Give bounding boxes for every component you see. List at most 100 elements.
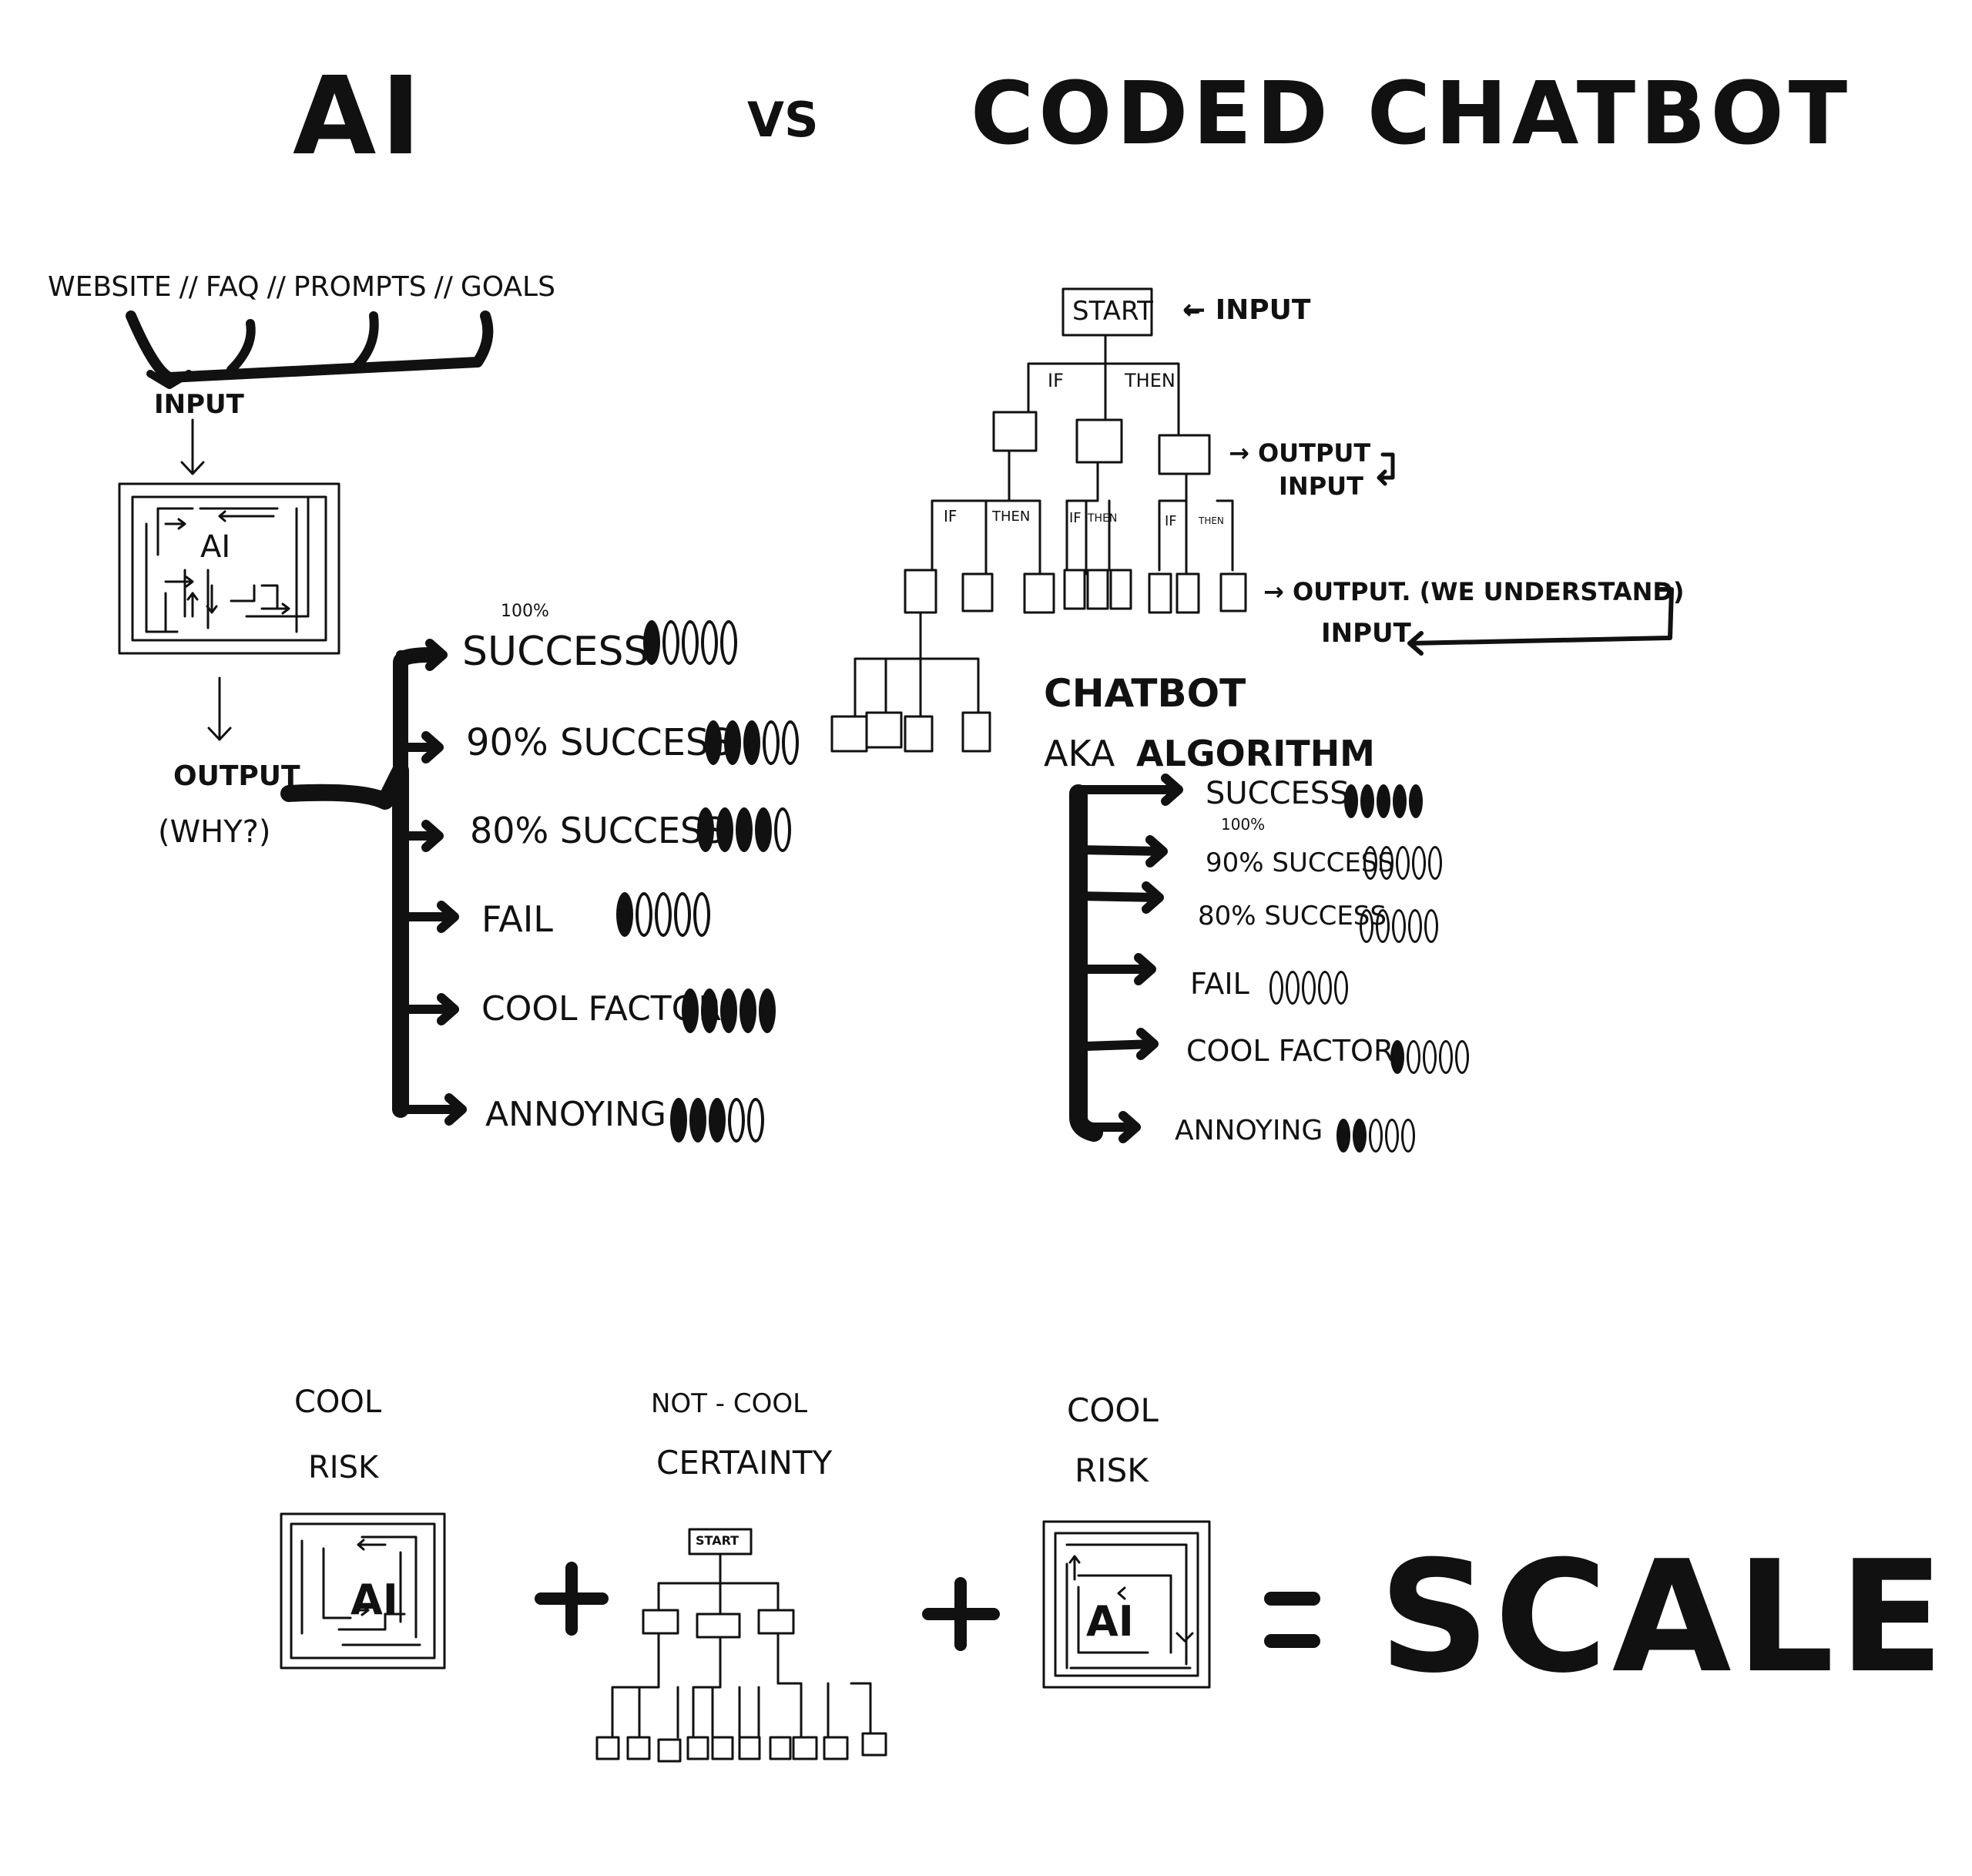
chatbot-name: CHATBOT xyxy=(1044,674,1246,713)
eq-mid-bottom-label: CERTAINTY xyxy=(656,1447,832,1479)
output-spine xyxy=(289,770,401,1109)
metric-label: ANNOYING xyxy=(1175,1115,1323,1146)
rating-dot-filled xyxy=(743,720,760,765)
rating-dot-filled xyxy=(643,620,660,665)
ai-metric-dots xyxy=(643,620,737,665)
metric-label: 90% SUCCESS xyxy=(466,721,733,764)
rating-dot-empty xyxy=(1401,1119,1415,1153)
tree-then: THEN xyxy=(1125,371,1175,390)
chatbot-spine xyxy=(1078,794,1094,1133)
chatbot-metric-dots xyxy=(1344,784,1423,818)
chatbot-algorithm: ALGORITHM xyxy=(1136,736,1375,771)
rating-dot-filled xyxy=(709,1098,726,1143)
metric-label: 80% SUCCESS xyxy=(470,810,725,851)
source-faq: FAQ xyxy=(206,274,260,301)
tree-if: IF xyxy=(1048,371,1064,390)
rating-dot-empty xyxy=(1408,909,1422,943)
ai-metric-row: SUCCESS xyxy=(462,632,649,672)
eq-plus-1 xyxy=(541,1568,602,1629)
ai-metric-dots xyxy=(682,988,776,1033)
chatbot-metric-row: ANNOYING xyxy=(1175,1117,1323,1145)
rating-dot-empty xyxy=(774,807,791,852)
rating-dot-filled xyxy=(701,988,718,1033)
eq-right-box-label: AI xyxy=(1086,1601,1134,1643)
rating-dot-filled xyxy=(720,988,737,1033)
rating-dot-empty xyxy=(1407,1040,1420,1074)
chatbot-input-2: INPUT xyxy=(1321,620,1411,646)
rating-dot-empty xyxy=(655,892,672,937)
rating-dot-empty xyxy=(1380,846,1393,880)
ai-metric-dots xyxy=(705,720,799,765)
metric-label: SUCCESS xyxy=(1206,776,1350,811)
rating-dot-empty xyxy=(1302,971,1316,1005)
chatbot-metric-dots xyxy=(1360,909,1438,943)
rating-dot-empty xyxy=(693,892,710,937)
rating-dot-filled xyxy=(1360,784,1374,818)
tree-then: THEN xyxy=(992,510,1030,524)
metric-label: FAIL xyxy=(481,898,553,940)
rating-dot-filled xyxy=(1336,1119,1350,1153)
eq-result-scale: SCALE xyxy=(1379,1541,1949,1695)
rating-dot-empty xyxy=(720,620,737,665)
rating-dot-filled xyxy=(705,720,722,765)
rating-dot-empty xyxy=(1385,1119,1399,1153)
chatbot-output-1: → OUTPUT xyxy=(1229,441,1370,465)
chatbot-metric-dots xyxy=(1336,1119,1415,1153)
ai-metric-row: FAIL xyxy=(481,901,553,937)
start-input-label: ← INPUT xyxy=(1182,297,1310,324)
rating-dot-filled xyxy=(755,807,772,852)
source-sep: // xyxy=(434,274,453,301)
chatbot-metric-row: COOL FACTOR xyxy=(1186,1036,1393,1066)
metric-label: 80% SUCCESS xyxy=(1198,901,1387,931)
tree-if: IF xyxy=(944,508,957,524)
rating-dot-empty xyxy=(763,720,780,765)
rating-dot-filled xyxy=(716,807,733,852)
eq-left-bottom-label: RISK xyxy=(308,1452,378,1483)
rating-dot-empty xyxy=(1286,971,1300,1005)
ai-input-label: INPUT xyxy=(154,391,244,418)
eq-right-bottom-label: RISK xyxy=(1075,1455,1149,1487)
rating-dot-empty xyxy=(1424,909,1438,943)
ai-metric-row: ANNOYING xyxy=(485,1098,666,1132)
chatbot-metric-note: 100% xyxy=(1221,817,1265,832)
source-sep: // xyxy=(179,274,198,301)
tree-then: THEN xyxy=(1199,516,1224,525)
rating-dot-filled xyxy=(689,1098,706,1143)
source-branch-faq xyxy=(231,324,251,370)
source-branch-prompts xyxy=(354,316,374,368)
ai-maze-box xyxy=(119,484,339,653)
rating-dot-empty xyxy=(728,1098,745,1143)
ai-metric-dots xyxy=(697,807,791,852)
rating-dot-empty xyxy=(1439,1040,1453,1074)
metric-label: ANNOYING xyxy=(485,1095,666,1134)
ai-metric-note: 100% xyxy=(501,603,549,620)
eq-right-top-label: COOL xyxy=(1067,1394,1159,1427)
rating-dot-filled xyxy=(1409,784,1423,818)
rating-dot-filled xyxy=(724,720,741,765)
ai-source-list: WEBSITE // FAQ // PROMPTS // GOALS xyxy=(48,274,555,301)
rating-dot-empty xyxy=(1392,909,1406,943)
eq-equals xyxy=(1271,1599,1313,1641)
metric-label: FAIL xyxy=(1190,967,1249,1001)
metric-label: SUCCESS xyxy=(462,629,649,675)
rating-dot-empty xyxy=(701,620,718,665)
rating-dot-filled xyxy=(1377,784,1390,818)
rating-dot-empty xyxy=(1423,1040,1437,1074)
rating-dot-empty xyxy=(1269,971,1283,1005)
rating-dot-filled xyxy=(670,1098,687,1143)
rating-dot-empty xyxy=(1369,1119,1383,1153)
rating-dot-empty xyxy=(1334,971,1348,1005)
eq-left-box-label: AI xyxy=(350,1579,398,1621)
eq-left-top-label: COOL xyxy=(294,1387,381,1418)
rating-dot-empty xyxy=(662,620,679,665)
rating-dot-empty xyxy=(1363,846,1377,880)
tree-if: IF xyxy=(1165,515,1177,529)
ai-output-label: OUTPUT xyxy=(173,763,300,790)
rating-dot-filled xyxy=(1393,784,1407,818)
rating-dot-filled xyxy=(1344,784,1358,818)
chatbot-metric-row: FAIL xyxy=(1190,969,1249,998)
rating-dot-empty xyxy=(674,892,691,937)
rating-dot-empty xyxy=(1396,846,1410,880)
rating-dot-empty xyxy=(1412,846,1426,880)
title-ai: AI xyxy=(293,63,425,171)
